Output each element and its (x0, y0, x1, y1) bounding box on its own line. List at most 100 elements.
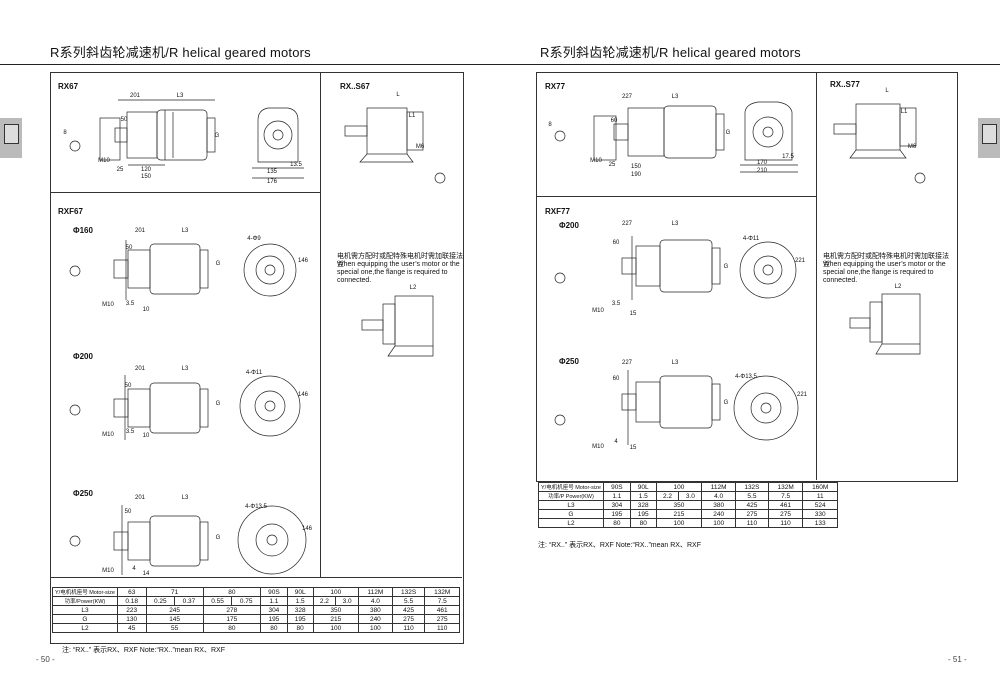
svg-text:G: G (215, 133, 220, 139)
svg-text:170: 170 (757, 160, 768, 166)
svg-text:25: 25 (609, 162, 616, 168)
svg-text:G: G (726, 130, 731, 136)
svg-text:4: 4 (614, 439, 618, 445)
side-tab-thumbnail (0, 118, 22, 158)
svg-text:M10: M10 (592, 444, 604, 450)
svg-text:L3: L3 (182, 366, 189, 372)
svg-text:M10: M10 (592, 308, 604, 314)
flange-label-250: Φ250 (73, 489, 93, 498)
table-row: G 195 195 215 240 275 275 330 (538, 509, 838, 519)
page-number: - 51 - (948, 655, 967, 664)
svg-text:146: 146 (298, 392, 309, 398)
svg-text:201: 201 (135, 366, 146, 372)
svg-text:50: 50 (121, 117, 128, 123)
svg-text:L2: L2 (410, 285, 417, 291)
svg-text:L3: L3 (672, 94, 679, 100)
section-label-rx: RX77 (545, 82, 566, 91)
svg-text:L3: L3 (182, 495, 189, 501)
svg-text:227: 227 (622, 221, 633, 227)
svg-text:L3: L3 (177, 93, 184, 99)
header-rule (500, 64, 1000, 65)
flange-label-200: Φ200 (73, 352, 93, 361)
svg-text:4-Φ11: 4-Φ11 (743, 236, 760, 242)
svg-text:201: 201 (130, 93, 141, 99)
svg-text:L1: L1 (409, 113, 416, 119)
table-row: L2 80 80 100 100 110 110 133 (538, 518, 838, 528)
page-header: R系列斜齿轮减速机/R helical geared motors (50, 45, 311, 60)
svg-text:13.5: 13.5 (290, 162, 302, 168)
svg-text:60: 60 (613, 240, 620, 246)
footnote: 注: “RX..” 表示RX、RXF Note:“RX..”mean RX、RX… (62, 647, 225, 654)
flange-note-cn: 电机需方配时或配特殊电机时需加联接法兰 (823, 253, 949, 268)
svg-text:50: 50 (126, 245, 133, 251)
page-number: - 50 - (36, 655, 55, 664)
page-header: R系列斜齿轮减速机/R helical geared motors (540, 45, 801, 60)
svg-text:G: G (724, 264, 729, 270)
svg-text:M10: M10 (102, 432, 114, 438)
svg-text:G: G (216, 535, 221, 541)
right-page: R系列斜齿轮减速机/R helical geared motors RX77 R… (500, 0, 1000, 683)
svg-text:190: 190 (631, 172, 642, 178)
svg-text:50: 50 (125, 509, 132, 515)
svg-text:227: 227 (622, 360, 633, 366)
svg-text:120: 120 (141, 167, 152, 173)
svg-text:L: L (396, 92, 400, 98)
svg-text:L3: L3 (672, 360, 679, 366)
svg-text:4: 4 (132, 566, 136, 572)
svg-text:150: 150 (141, 174, 152, 180)
svg-text:4-Φ11: 4-Φ11 (246, 370, 263, 376)
svg-text:G: G (724, 400, 729, 406)
svg-text:8: 8 (548, 122, 552, 128)
svg-text:150: 150 (631, 164, 642, 170)
svg-text:L2: L2 (895, 284, 902, 290)
svg-text:17.5: 17.5 (782, 154, 794, 160)
svg-text:60: 60 (611, 118, 618, 124)
side-tab-thumbnail (978, 118, 1000, 158)
flange-note-en: When equipping the user’s motor or the s… (823, 261, 946, 284)
svg-text:L3: L3 (182, 228, 189, 234)
svg-text:M6: M6 (908, 144, 917, 150)
flange-note-en: When equipping the user’s motor or the s… (337, 261, 460, 284)
svg-text:146: 146 (302, 526, 313, 532)
svg-text:14: 14 (143, 571, 150, 577)
flange-label-200: Φ200 (559, 221, 579, 230)
left-page: R系列斜齿轮减速机/R helical geared motors RX67 R… (0, 45, 500, 664)
flange-label-250: Φ250 (559, 357, 579, 366)
spec-table-right: Y/电机机座号 Motor-size 90S 90L 100 112M 132S… (538, 482, 838, 528)
svg-text:4-Φ13.5: 4-Φ13.5 (735, 374, 757, 380)
svg-text:L1: L1 (901, 109, 908, 115)
spec-table-left: Y/电机机座号 Motor-size 63 71 80 90S 90L 100 … (52, 587, 460, 633)
section-label-rxs: RX..S77 (830, 80, 860, 89)
section-label-rxf: RXF67 (58, 207, 83, 216)
svg-text:135: 135 (267, 169, 278, 175)
svg-text:L3: L3 (672, 221, 679, 227)
table-row: L3 223 245 278 304 328 350 380 425 461 (52, 605, 460, 615)
section-label-rx: RX67 (58, 82, 79, 91)
svg-text:3.5: 3.5 (126, 429, 135, 435)
table-header-label: Y/电机机座号 Motor-size (52, 587, 118, 597)
svg-text:227: 227 (622, 94, 633, 100)
svg-text:176: 176 (267, 179, 278, 185)
svg-text:201: 201 (135, 228, 146, 234)
section-label-rxf: RXF77 (545, 207, 570, 216)
svg-text:3.5: 3.5 (612, 301, 621, 307)
svg-text:10: 10 (143, 307, 150, 313)
header-rule (0, 64, 500, 65)
svg-text:8: 8 (63, 130, 67, 136)
svg-text:L: L (885, 88, 889, 94)
svg-text:M10: M10 (102, 568, 114, 574)
drawing-frame (50, 72, 464, 644)
svg-text:221: 221 (797, 392, 808, 398)
table-row: G 130 145 175 195 195 215 240 275 275 (52, 614, 460, 624)
svg-text:146: 146 (298, 258, 309, 264)
svg-text:210: 210 (757, 168, 768, 174)
svg-text:4-Φ13.5: 4-Φ13.5 (245, 504, 267, 510)
svg-text:M6: M6 (416, 144, 425, 150)
table-header-label: Y/电机机座号 Motor-size (538, 482, 604, 492)
footnote: 注: “RX..” 表示RX、RXF Note:“RX..”mean RX、RX… (538, 542, 701, 549)
svg-text:15: 15 (630, 311, 637, 317)
flange-label-160: Φ160 (73, 226, 93, 235)
svg-text:15: 15 (630, 445, 637, 451)
